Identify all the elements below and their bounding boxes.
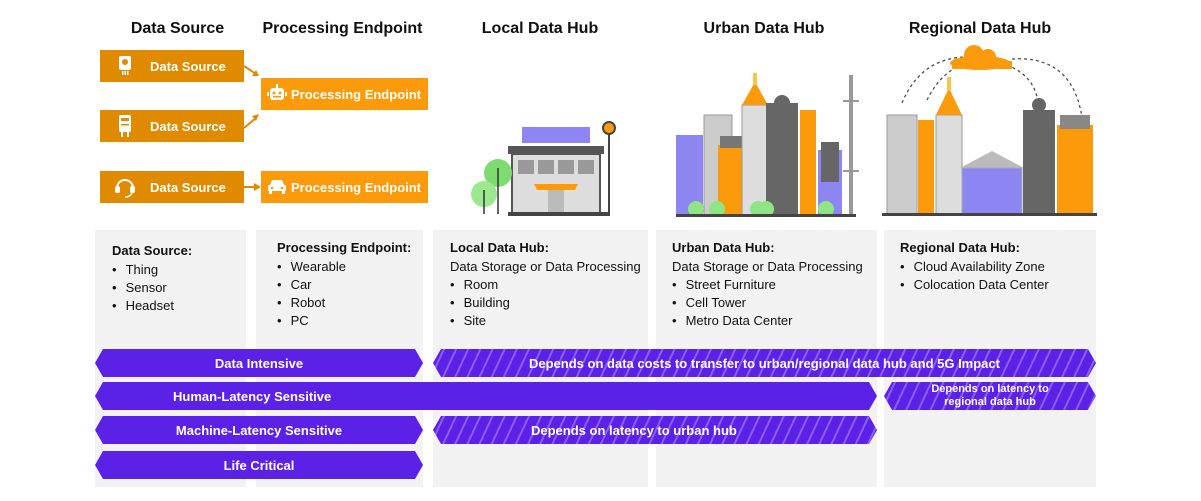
header-data-source: Data Source: [130, 20, 225, 37]
header-regional-data-hub: Regional Data Hub: [908, 20, 1052, 37]
processing-endpoint-box-car: Processing Endpoint: [261, 171, 428, 203]
list-item: Room: [450, 276, 648, 294]
bar-label: Depends on latency to regional data hub: [931, 383, 1049, 408]
header-urban-data-hub: Urban Data Hub: [703, 20, 825, 37]
sensor-icon: [100, 114, 150, 138]
list-item: Street Furniture: [672, 276, 877, 294]
list-item: Robot: [277, 294, 423, 312]
column-title: Data Source:: [112, 243, 193, 258]
list-item: Headset: [112, 297, 246, 315]
processing-endpoint-label: Processing Endpoint: [291, 179, 422, 195]
column-subtitle: Data Storage or Data Processing: [450, 259, 641, 274]
list-item: Metro Data Center: [672, 312, 877, 330]
data-source-label: Data Source: [150, 118, 226, 134]
local-data-hub-illustration: [471, 121, 616, 216]
list-item: Car: [277, 276, 423, 294]
data-source-label: Data Source: [150, 179, 226, 195]
data-source-box-sensor: Data Source: [100, 110, 244, 142]
column-title: Local Data Hub:: [450, 240, 549, 255]
column-subtitle: Data Storage or Data Processing: [672, 259, 863, 274]
bar-human-latency-sensitive: Human-Latency Sensitive: [95, 382, 877, 410]
processing-endpoint-label: Processing Endpoint: [291, 86, 422, 102]
header-local-data-hub: Local Data Hub: [481, 20, 599, 37]
list-item: PC: [277, 312, 423, 330]
bar-depends-latency-urban: Depends on latency to urban hub: [433, 416, 877, 444]
bar-machine-latency-sensitive: Machine-Latency Sensitive: [95, 416, 423, 444]
car-icon: [267, 177, 287, 198]
list-item: Thing: [112, 261, 246, 279]
headset-icon: [100, 176, 150, 198]
urban-data-hub-illustration: [676, 73, 859, 217]
processing-endpoint-box-robot: Processing Endpoint: [261, 78, 428, 110]
data-source-box-thing: Data Source: [100, 50, 244, 82]
thing-icon: [100, 55, 150, 77]
robot-icon: [267, 83, 287, 106]
data-source-box-headset: Data Source: [100, 171, 244, 203]
bar-label: Human-Latency Sensitive: [173, 388, 332, 404]
list-item: Cell Tower: [672, 294, 877, 312]
column-title: Processing Endpoint:: [277, 240, 412, 255]
list-item: Wearable: [277, 258, 423, 276]
column-title: Regional Data Hub:: [900, 240, 1020, 255]
regional-data-hub-illustration: [882, 45, 1097, 216]
data-source-label: Data Source: [150, 58, 226, 74]
list-item: Site: [450, 312, 648, 330]
list-item: Building: [450, 294, 648, 312]
list-item: Cloud Availability Zone: [900, 258, 1096, 276]
bar-depends-latency-regional: Depends on latency to regional data hub: [884, 382, 1096, 410]
list-item: Colocation Data Center: [900, 276, 1096, 294]
list-item: Sensor: [112, 279, 246, 297]
flow-arrows: [243, 65, 261, 191]
bar-life-critical: Life Critical: [95, 451, 423, 479]
bar-data-intensive: Data Intensive: [95, 349, 423, 377]
header-processing-endpoint: Processing Endpoint: [262, 20, 423, 37]
bar-depends-data-costs: Depends on data costs to transfer to urb…: [433, 349, 1096, 377]
column-title: Urban Data Hub:: [672, 240, 775, 255]
